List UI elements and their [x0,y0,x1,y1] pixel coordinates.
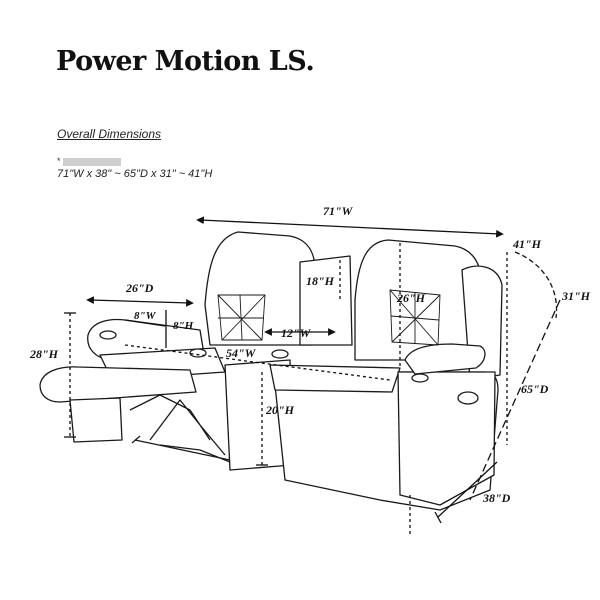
height-max-label: 41"H [512,237,542,251]
recliner-mechanism [129,394,231,463]
dimension-labels: 71"W 41"H 31"H 65"D 38"D 26"D 28"H 8"W 8… [29,204,591,505]
left-lower-panel [69,397,123,443]
seat-width-line [124,344,391,381]
right-quilting [389,289,441,346]
depth-extended-line [469,299,561,501]
arm-width-label: 8"W [134,310,157,322]
redacted-text [62,157,121,166]
depth-closed-label: 38"D [482,491,511,505]
bullet-mark: * [57,156,61,166]
console-cupholder-2 [271,349,289,359]
right-arm-pad [404,343,486,375]
overall-bullet: * [57,156,121,166]
left-quilting [217,294,266,341]
loveseat-drawing [39,231,503,511]
width-total-label: 71"W [323,204,354,218]
seat-depth-line [86,296,194,307]
power-button [457,391,479,405]
page-title: Power Motion LS. [56,46,315,77]
arm-width-line [124,319,166,327]
console-height-label: 18"H [306,274,335,288]
overall-dimensions-text: 71"W x 38" ~ 65"D x 31" ~ 41"H [57,168,213,180]
seat-height-label: 20"H [265,403,295,417]
height-min-label: 31"H [561,289,591,303]
depth-closed-line [437,461,498,518]
console-width-label: 12"W [281,326,312,340]
console-cupholder-1 [189,348,207,358]
dimension-lines [64,216,561,537]
mechanism-floor [131,435,231,461]
height-min-arc [514,251,558,319]
left-footrest [39,366,197,403]
right-cupholder [411,373,429,383]
seat-width-label: 54"W [226,346,257,360]
seat-depth-label: 26"D [125,281,154,295]
width-total-line [196,216,504,238]
back-height-label: 26"H [396,291,426,305]
console-back [299,255,353,346]
overall-dimensions-heading: Overall Dimensions [57,127,162,141]
arm-height-label: 8"H [173,320,194,332]
left-cupholder [99,330,117,340]
depth-extended-label: 65"D [521,382,549,396]
armrest-height-label: 28"H [29,347,59,361]
depth-tick-1 [434,511,442,524]
right-seat [269,364,401,393]
